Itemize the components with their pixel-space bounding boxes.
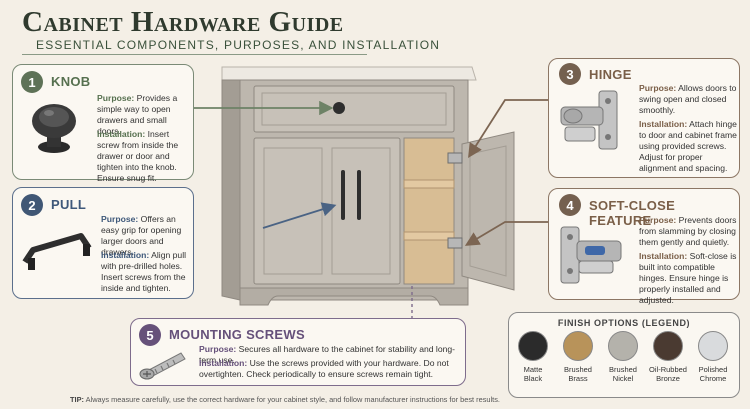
hinge-installation: Installation: Attach hinge to door and c… bbox=[639, 119, 737, 173]
cabinet-interior bbox=[403, 137, 455, 285]
card-hinge: 3 HINGE Purpose: Allows doors to swing o… bbox=[548, 58, 740, 178]
drawer-front bbox=[253, 85, 455, 133]
knob-icon bbox=[32, 104, 76, 153]
hinge-bottom bbox=[447, 237, 463, 249]
swatch-oil-rubbed-bronze bbox=[653, 331, 683, 361]
pull-connector bbox=[262, 202, 337, 229]
swatch-polished-chrome bbox=[698, 331, 728, 361]
hinge-connector bbox=[468, 99, 548, 159]
drawer-knob bbox=[333, 102, 345, 114]
countertop bbox=[221, 66, 477, 81]
screw-icon bbox=[139, 352, 186, 380]
door-pull-left bbox=[341, 170, 345, 220]
card-title: PULL bbox=[51, 197, 87, 212]
hinge-top bbox=[447, 152, 463, 164]
card-number: 1 bbox=[21, 71, 43, 93]
screws-purpose: Purpose: Secures all hardware to the cab… bbox=[199, 344, 456, 365]
softclose-connector bbox=[464, 221, 548, 246]
subtitle-divider bbox=[22, 54, 367, 55]
swatch-brushed-nickel bbox=[608, 331, 638, 361]
card-title: KNOB bbox=[51, 74, 91, 89]
card-knob: 1 KNOB Purpose: Provides a simple way to… bbox=[12, 64, 194, 183]
swatch-matte-black bbox=[518, 331, 548, 361]
swatch-brushed-brass bbox=[563, 331, 593, 361]
softclose-installation: Installation: Soft-close is built into c… bbox=[639, 251, 737, 305]
hinge-icon bbox=[560, 90, 618, 150]
card-number: 3 bbox=[559, 63, 581, 85]
card-title: HINGE bbox=[589, 67, 632, 82]
knob-installation: Installation: Insert screw from inside t… bbox=[97, 129, 179, 183]
footer-tip: TIP: Always measure carefully, use the c… bbox=[70, 395, 500, 404]
card-title: MOUNTING SCREWS bbox=[169, 327, 305, 342]
pull-purpose: Purpose: Offers an easy grip for opening… bbox=[101, 214, 182, 257]
legend-title: FINISH OPTIONS (LEGEND) bbox=[557, 318, 691, 328]
pull-installation: Installation: Align pull with pre-drille… bbox=[101, 250, 187, 293]
card-softclose: 4 SOFT-CLOSE FEATURE Purpose: Prevents d… bbox=[548, 188, 740, 305]
hinge-purpose: Purpose: Allows doors to swing open and … bbox=[639, 83, 737, 115]
left-door bbox=[253, 137, 401, 285]
screws-installation: Installation: Use the screws provided wi… bbox=[199, 358, 449, 379]
card-title: SOFT-CLOSE FEATURE bbox=[589, 198, 676, 228]
softclose-purpose: Purpose: Prevents doors from slamming by… bbox=[639, 215, 737, 247]
door-pull-right bbox=[357, 170, 361, 220]
card-pull: 2 PULL Purpose: Offers an easy grip for … bbox=[12, 187, 194, 299]
soft-close-hinge-icon bbox=[560, 226, 622, 284]
cabinet-base bbox=[239, 287, 469, 306]
page-subtitle: ESSENTIAL COMPONENTS, PURPOSES, AND INST… bbox=[36, 38, 441, 52]
cabinet-side bbox=[221, 79, 241, 301]
card-screws: 5 MOUNTING SCREWS Purpose: Secures all h… bbox=[130, 318, 466, 386]
open-door bbox=[461, 131, 515, 291]
card-number: 4 bbox=[559, 194, 581, 216]
card-number: 2 bbox=[21, 194, 43, 216]
page-title: Cabinet Hardware Guide bbox=[22, 6, 344, 38]
card-number: 5 bbox=[139, 324, 161, 346]
knob-purpose: Purpose: Provides a simple way to open d… bbox=[97, 93, 178, 136]
pull-icon bbox=[22, 233, 92, 270]
